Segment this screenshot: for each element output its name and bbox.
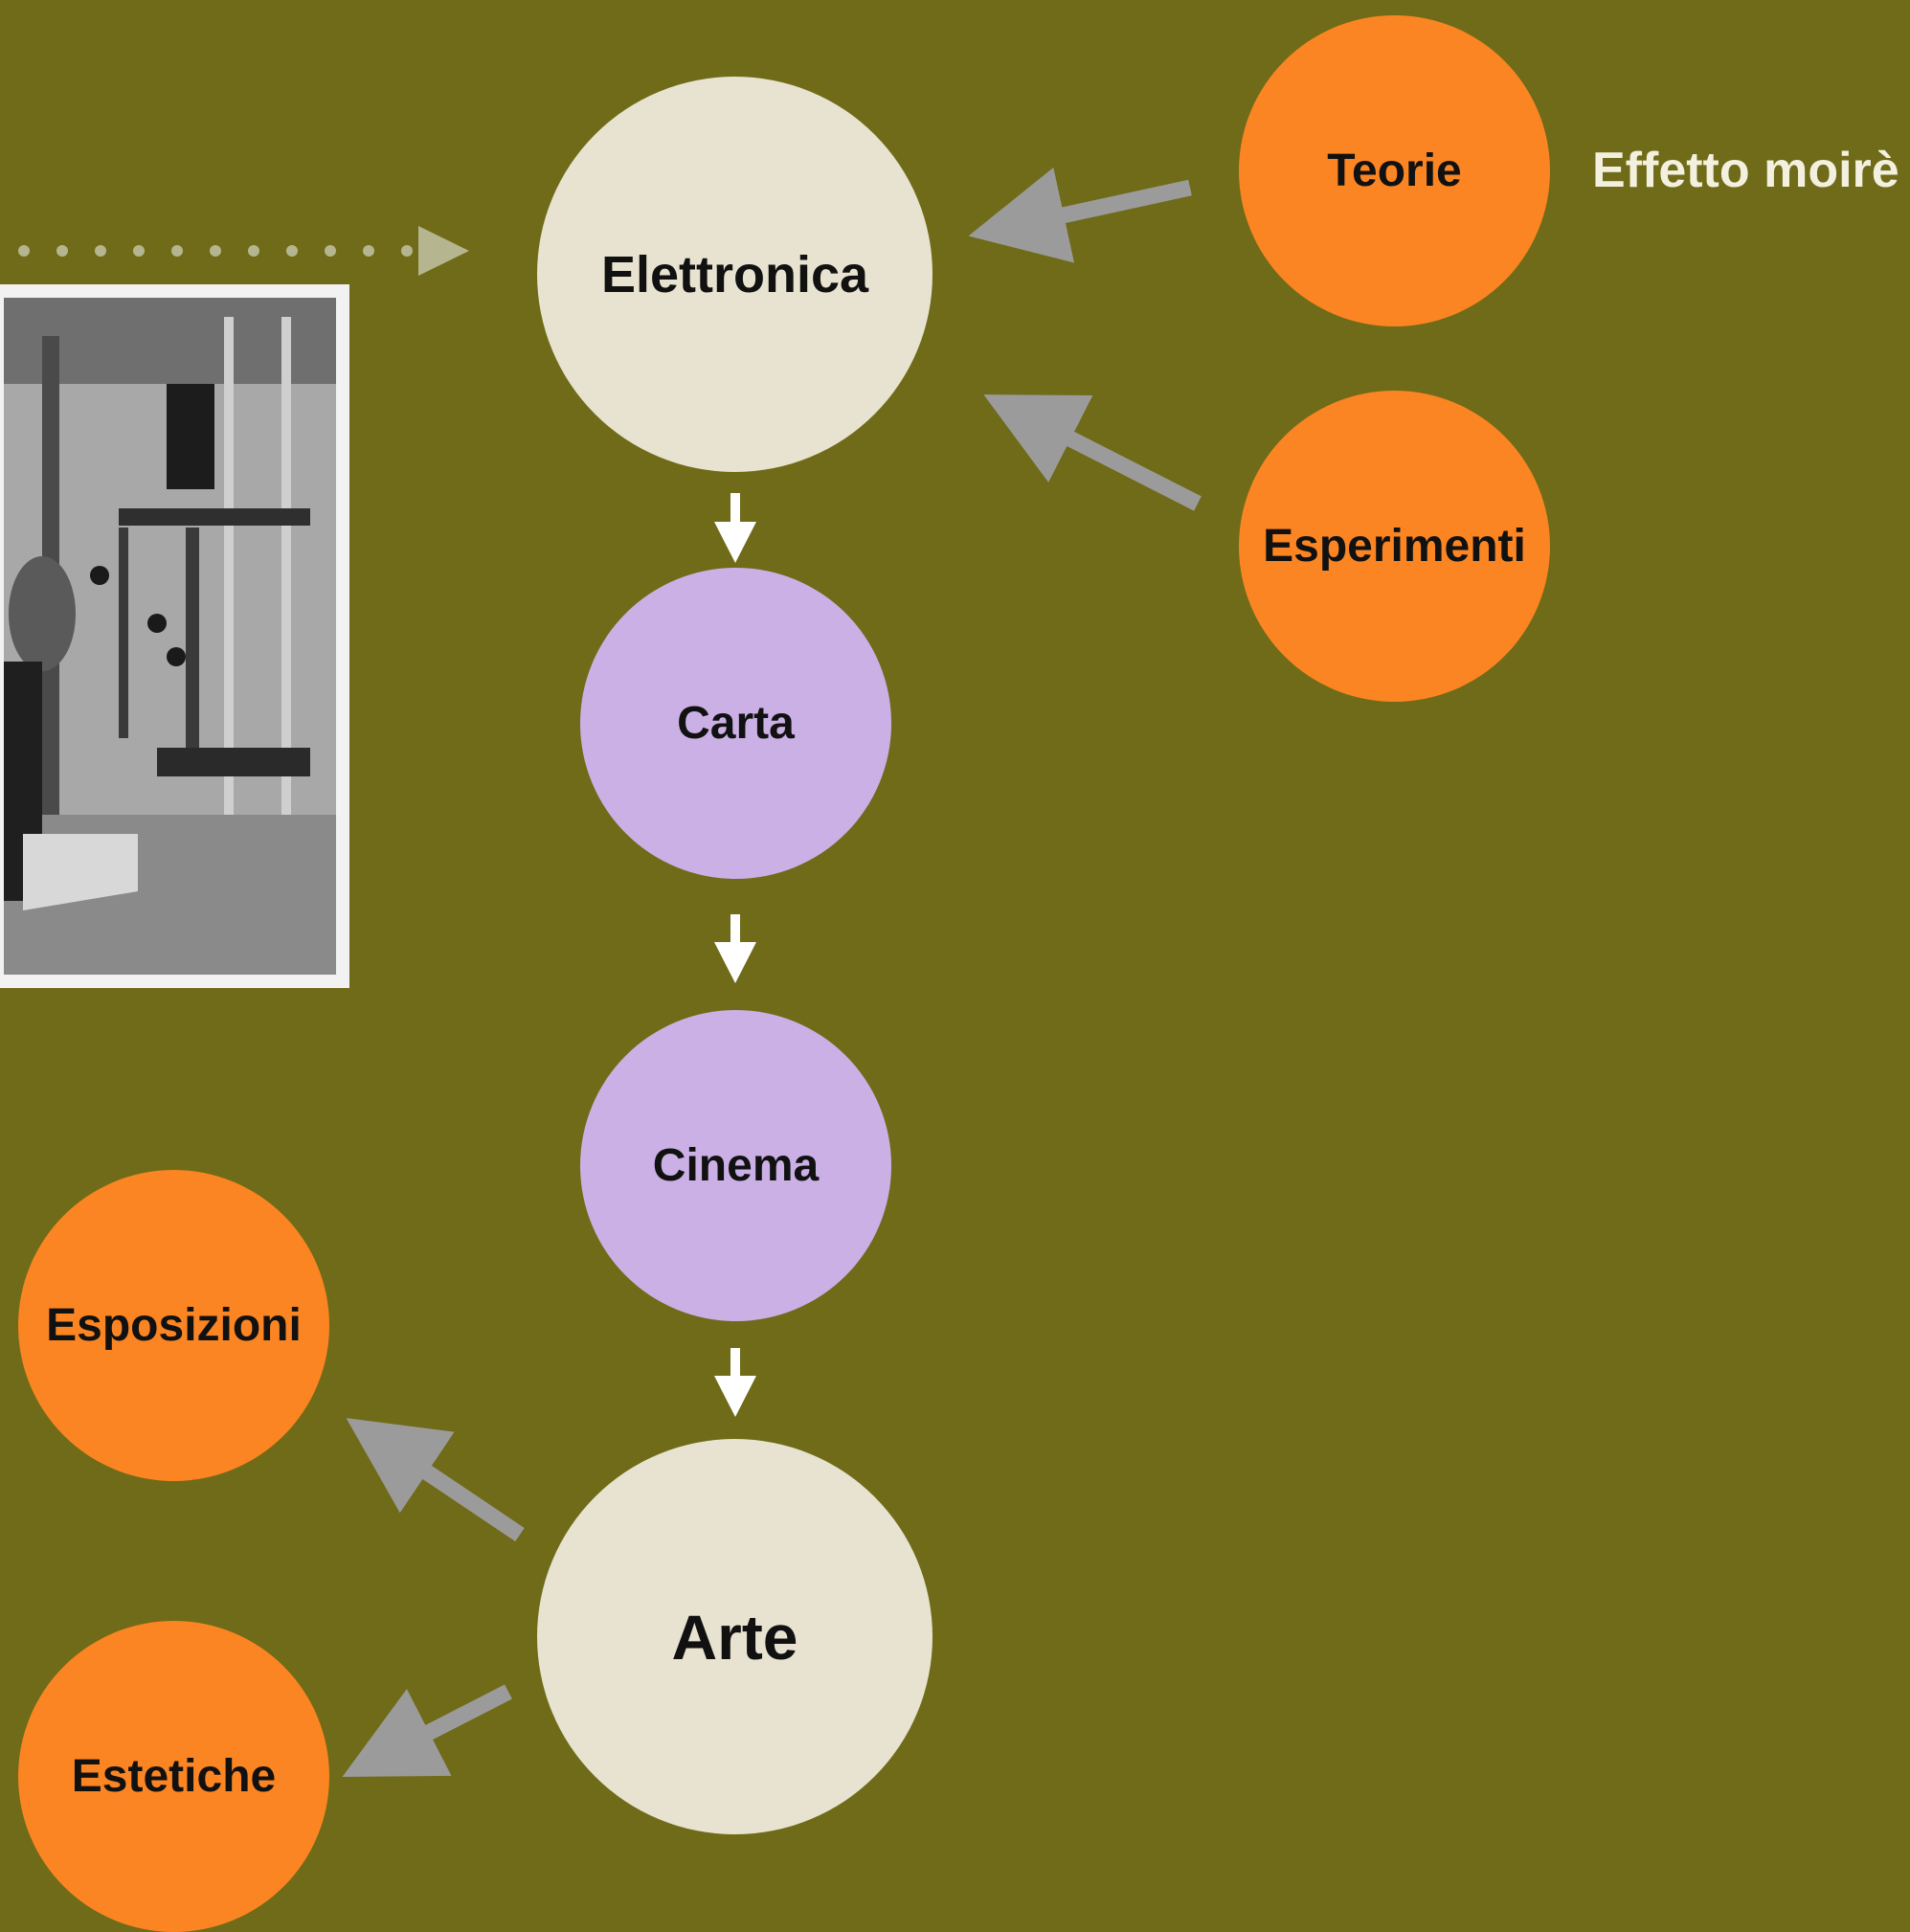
- node-elettronica[interactable]: Elettronica: [537, 77, 933, 472]
- arrow-arte-to-estetiche: [342, 1684, 512, 1778]
- node-arte[interactable]: Arte: [537, 1439, 933, 1834]
- arrow-elettronica-to-carta: [714, 493, 756, 563]
- dotted-arrow: [18, 226, 469, 276]
- node-estetiche-label: Estetiche: [71, 1751, 277, 1802]
- effetto-moire-label: Effetto moirè: [1592, 143, 1899, 198]
- node-elettronica-label: Elettronica: [600, 245, 869, 303]
- arrow-esperimenti-to-elettronica: [983, 394, 1202, 511]
- arrow-teorie-to-elettronica: [968, 167, 1192, 263]
- node-esperimenti[interactable]: Esperimenti: [1239, 391, 1550, 702]
- node-esposizioni[interactable]: Esposizioni: [18, 1170, 329, 1481]
- photo-icon: [4, 298, 336, 975]
- node-esposizioni-label: Esposizioni: [46, 1300, 302, 1351]
- arrow-cinema-to-arte: [714, 1348, 756, 1417]
- arrow-arte-to-esposizioni: [346, 1418, 525, 1542]
- node-carta[interactable]: Carta: [580, 568, 891, 879]
- node-cinema-label: Cinema: [652, 1140, 820, 1191]
- node-arte-label: Arte: [671, 1601, 798, 1673]
- node-teorie-label: Teorie: [1327, 146, 1462, 196]
- node-estetiche[interactable]: Estetiche: [18, 1621, 329, 1932]
- node-teorie[interactable]: Teorie: [1239, 15, 1550, 326]
- historical-photo: [0, 284, 349, 988]
- node-carta-label: Carta: [677, 698, 795, 749]
- node-esperimenti-label: Esperimenti: [1263, 521, 1526, 572]
- node-cinema[interactable]: Cinema: [580, 1010, 891, 1321]
- arrow-carta-to-cinema: [714, 914, 756, 983]
